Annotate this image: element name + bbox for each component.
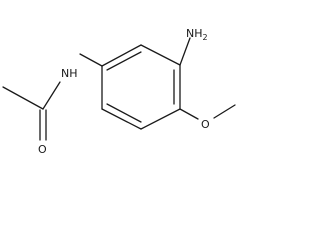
ring-bond-c4-c5 xyxy=(140,108,181,130)
bond-amide-nitrogen-to-carbonyl xyxy=(42,81,61,110)
bond-ring-to-amine xyxy=(179,37,191,66)
ring-bond-c5-c6 xyxy=(101,108,142,130)
ring-double-bond-c1-c2 xyxy=(106,51,142,71)
chemical-structure-diagram: NH2 O NH O xyxy=(2,27,236,155)
bond-ring-to-methoxy-oxygen xyxy=(179,108,199,120)
amine-label: NH2 xyxy=(186,27,208,42)
ring-bond-c1-c2 xyxy=(101,44,142,67)
ring-double-bond-c5-c6 xyxy=(106,103,142,123)
benzene-ring xyxy=(101,44,181,130)
amine-subscript: 2 xyxy=(203,33,208,42)
ring-bond-c2-c3 xyxy=(140,44,181,66)
amide-nitrogen-label: NH xyxy=(61,67,78,80)
bond-carbonyl-to-methyl xyxy=(2,86,44,110)
amine-symbol: NH xyxy=(186,27,203,40)
bond-ring-to-amide-nitrogen xyxy=(79,53,103,67)
methoxy-oxygen-label: O xyxy=(201,118,210,131)
bond-methoxy-oxygen-to-methyl xyxy=(213,104,236,119)
carbonyl-oxygen-label: O xyxy=(38,143,47,155)
